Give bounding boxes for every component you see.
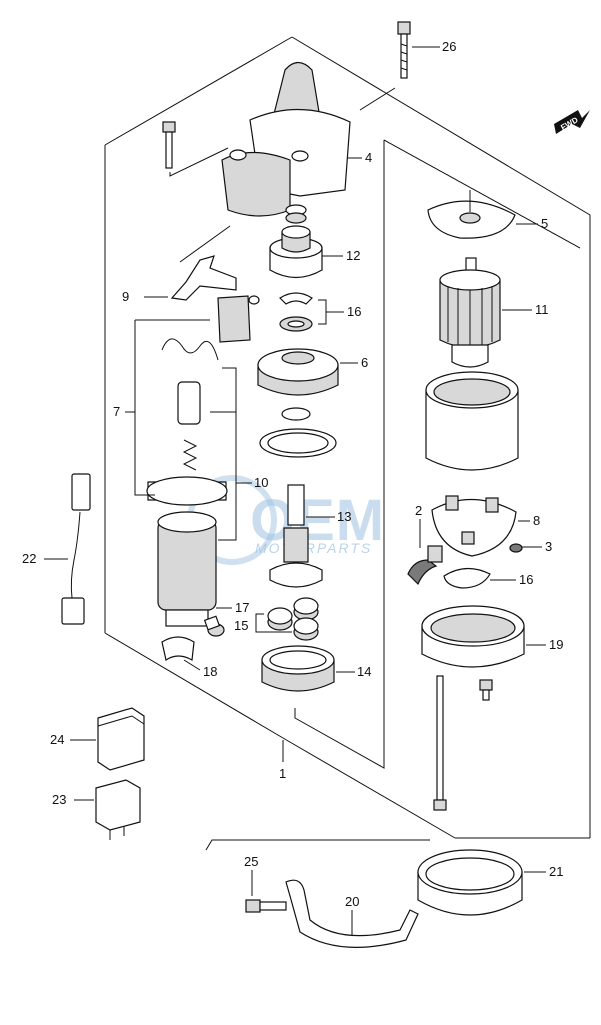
- watermark-main: OEM: [250, 488, 385, 553]
- bolt-17: [203, 615, 225, 637]
- callout-10: 10: [254, 475, 268, 490]
- callout-23: 23: [52, 792, 66, 807]
- strap-20: [285, 879, 419, 948]
- end-cover-6: [257, 348, 339, 396]
- yoke-housing: [425, 371, 519, 471]
- armature-11: [439, 257, 501, 368]
- callout-5: 5: [541, 216, 548, 231]
- callout-2: 2: [415, 503, 422, 518]
- solenoid-parts-7: [146, 295, 260, 627]
- callout-22: 22: [22, 551, 36, 566]
- pinion-gear-12: [269, 204, 323, 279]
- through-bolt: [433, 675, 447, 811]
- drive-housing-4: [221, 61, 351, 217]
- callout-8: 8: [533, 513, 540, 528]
- brush-holder-8: [431, 495, 517, 557]
- planetary-gears-15: [267, 597, 319, 641]
- brush-lead-2: [407, 545, 443, 586]
- callout-17: 17: [235, 600, 249, 615]
- callout-25: 25: [244, 854, 258, 869]
- assembly-outline: [104, 36, 591, 839]
- frame-screw: [479, 679, 493, 701]
- callout-9: 9: [122, 289, 129, 304]
- fwd-arrow-icon: FWD: [554, 110, 590, 134]
- callout-12: 12: [346, 248, 360, 263]
- clip-16-upper: [279, 292, 313, 332]
- bolt-26: [397, 21, 411, 79]
- callout-7: 7: [113, 404, 120, 419]
- callout-3: 3: [545, 539, 552, 554]
- clamp-18: [161, 636, 195, 661]
- plate-5: [427, 190, 516, 239]
- watermark-sub: MOTORPARTS: [255, 540, 372, 556]
- callout-13: 13: [337, 509, 351, 524]
- callout-18: 18: [203, 664, 217, 679]
- callout-21: 21: [549, 864, 563, 879]
- callout-16a: 16: [347, 304, 361, 319]
- output-shaft-13: [269, 484, 323, 588]
- callout-15: 15: [234, 618, 248, 633]
- callout-6: 6: [361, 355, 368, 370]
- callout-20: 20: [345, 894, 359, 909]
- wire-harness-22: [61, 473, 91, 625]
- washer-and-gasket: [259, 407, 337, 458]
- callout-14: 14: [357, 664, 371, 679]
- housing-bolt: [162, 121, 176, 169]
- callout-11: 11: [535, 302, 549, 317]
- callout-26: 26: [442, 39, 456, 54]
- nut-3: [509, 543, 523, 553]
- callout-1: 1: [279, 766, 286, 781]
- callout-24: 24: [50, 732, 64, 747]
- washer-16-lower: [443, 567, 491, 589]
- callout-19: 19: [549, 637, 563, 652]
- callout-16b: 16: [519, 572, 533, 587]
- relay-24: [97, 707, 145, 771]
- relay-23: [95, 779, 141, 840]
- lever-9: [170, 255, 237, 301]
- internal-gear-14: [261, 645, 335, 692]
- band-21: [417, 849, 523, 916]
- end-frame-19: [421, 605, 525, 668]
- bolt-25: [245, 899, 287, 913]
- callout-4: 4: [365, 150, 372, 165]
